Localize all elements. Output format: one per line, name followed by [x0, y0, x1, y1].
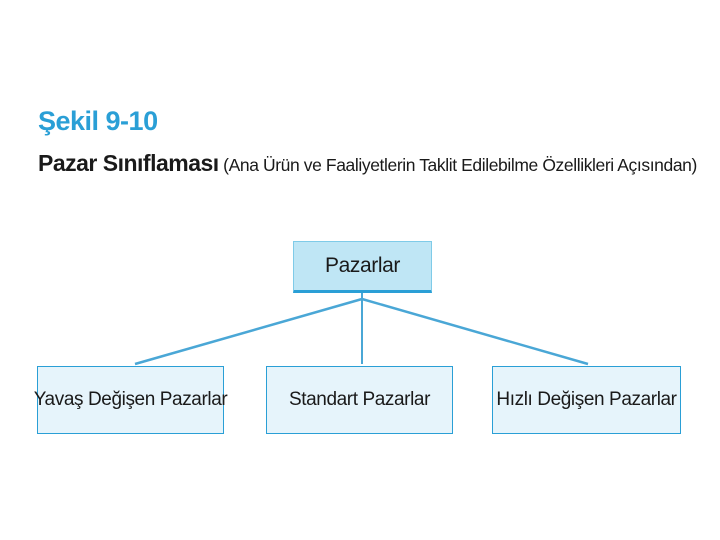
child-node-label: Hızlı Değişen Pazarlar: [496, 389, 677, 410]
child-node-label: Standart Pazarlar: [288, 389, 431, 410]
figure-title: Pazar Sınıflaması (Ana Ürün ve Faaliyetl…: [38, 150, 697, 177]
connector-to-left: [134, 297, 363, 366]
root-node-label: Pazarlar: [325, 254, 400, 277]
child-node-fast-changing: Hızlı Değişen Pazarlar: [492, 366, 681, 434]
child-node-standard: Standart Pazarlar: [266, 366, 453, 434]
figure-title-main: Pazar Sınıflaması: [38, 150, 219, 176]
root-node-pazarlar: Pazarlar: [293, 241, 432, 293]
child-node-label: Yavaş Değişen Pazarlar: [33, 389, 228, 410]
connector-to-right: [361, 297, 589, 366]
child-node-slow-changing: Yavaş Değişen Pazarlar: [34, 366, 228, 434]
figure-label: Şekil 9-10: [38, 106, 158, 136]
figure-title-sub: (Ana Ürün ve Faaliyetlerin Taklit Edileb…: [223, 155, 697, 175]
